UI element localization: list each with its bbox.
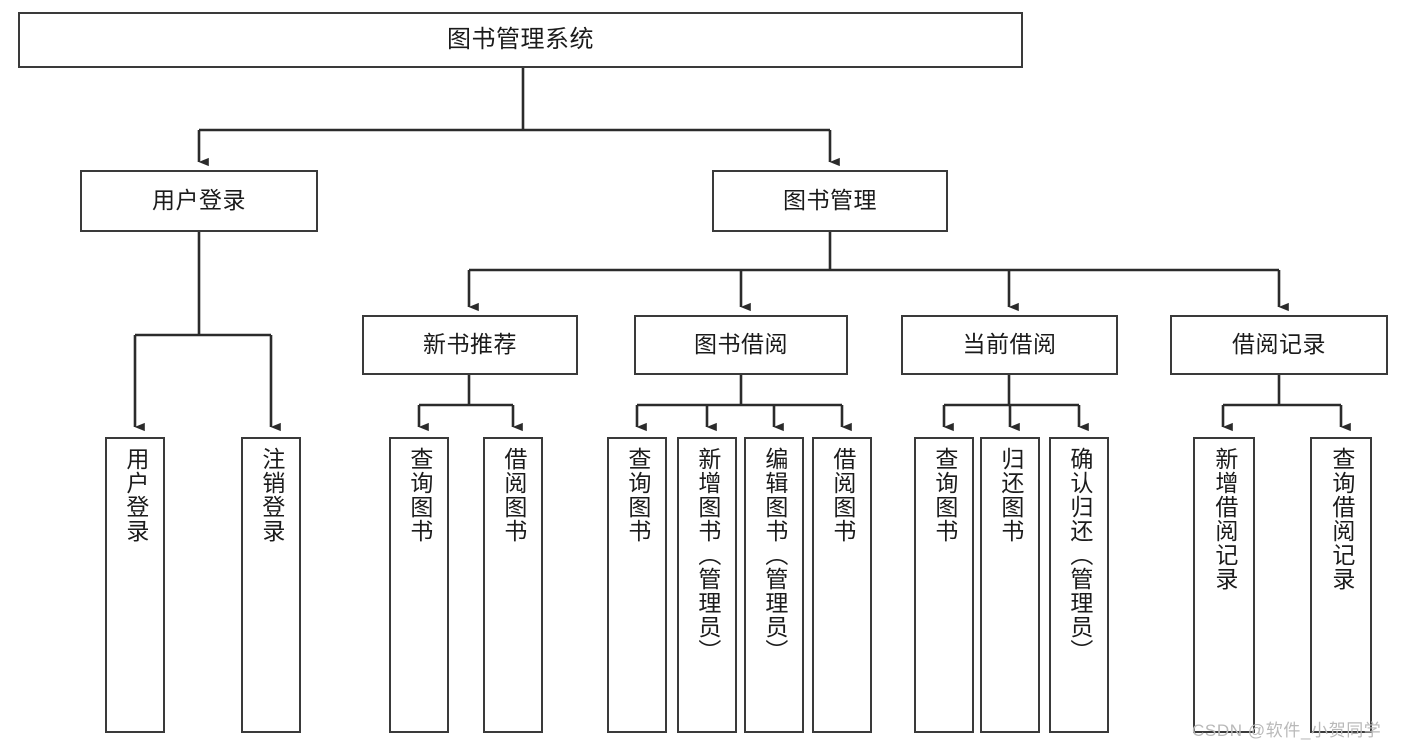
node-current-borrow[interactable]: 当前借阅 bbox=[901, 315, 1118, 375]
node-leaf-current-confirm-return-admin[interactable]: 确认归还（管理员） bbox=[1049, 437, 1109, 733]
node-label: 编辑图书（管理员） bbox=[761, 447, 788, 663]
node-label: 图书借阅 bbox=[694, 331, 788, 358]
node-leaf-borrow-query-book[interactable]: 查询图书 bbox=[607, 437, 667, 733]
node-label: 借阅记录 bbox=[1232, 331, 1326, 358]
node-leaf-current-return-book[interactable]: 归还图书 bbox=[980, 437, 1040, 733]
node-leaf-record-query-record[interactable]: 查询借阅记录 bbox=[1310, 437, 1372, 733]
node-label: 查询图书 bbox=[406, 447, 433, 543]
node-new-book-recommend[interactable]: 新书推荐 bbox=[362, 315, 578, 375]
node-root-book-management-system[interactable]: 图书管理系统 bbox=[18, 12, 1023, 68]
node-leaf-user-logout[interactable]: 注销登录 bbox=[241, 437, 301, 733]
node-label: 借阅图书 bbox=[500, 447, 527, 543]
node-leaf-newbook-query-book[interactable]: 查询图书 bbox=[389, 437, 449, 733]
node-label: 当前借阅 bbox=[962, 331, 1057, 358]
node-label: 归还图书 bbox=[997, 447, 1024, 543]
node-leaf-record-add-record[interactable]: 新增借阅记录 bbox=[1193, 437, 1255, 733]
node-leaf-user-login[interactable]: 用户登录 bbox=[105, 437, 165, 733]
node-borrow-record[interactable]: 借阅记录 bbox=[1170, 315, 1388, 375]
node-label: 用户登录 bbox=[122, 447, 149, 543]
node-label: 确认归还（管理员） bbox=[1066, 447, 1093, 663]
node-label: 用户登录 bbox=[152, 187, 246, 214]
node-label: 查询图书 bbox=[624, 447, 651, 543]
node-leaf-borrow-borrow-book[interactable]: 借阅图书 bbox=[812, 437, 872, 733]
node-leaf-borrow-edit-book-admin[interactable]: 编辑图书（管理员） bbox=[744, 437, 804, 733]
node-book-borrow[interactable]: 图书借阅 bbox=[634, 315, 848, 375]
node-book-management[interactable]: 图书管理 bbox=[712, 170, 948, 232]
node-label: 新增借阅记录 bbox=[1211, 447, 1238, 591]
node-label: 查询图书 bbox=[931, 447, 958, 543]
node-label: 图书管理系统 bbox=[447, 25, 594, 53]
node-label: 查询借阅记录 bbox=[1328, 447, 1355, 591]
node-label: 新增图书（管理员） bbox=[694, 447, 721, 663]
node-label: 借阅图书 bbox=[829, 447, 856, 543]
node-label: 注销登录 bbox=[258, 447, 285, 543]
node-label: 新书推荐 bbox=[423, 331, 517, 358]
node-leaf-newbook-borrow-book[interactable]: 借阅图书 bbox=[483, 437, 543, 733]
node-label: 图书管理 bbox=[783, 187, 877, 214]
node-user-login[interactable]: 用户登录 bbox=[80, 170, 318, 232]
node-leaf-borrow-add-book-admin[interactable]: 新增图书（管理员） bbox=[677, 437, 737, 733]
node-leaf-current-query-book[interactable]: 查询图书 bbox=[914, 437, 974, 733]
